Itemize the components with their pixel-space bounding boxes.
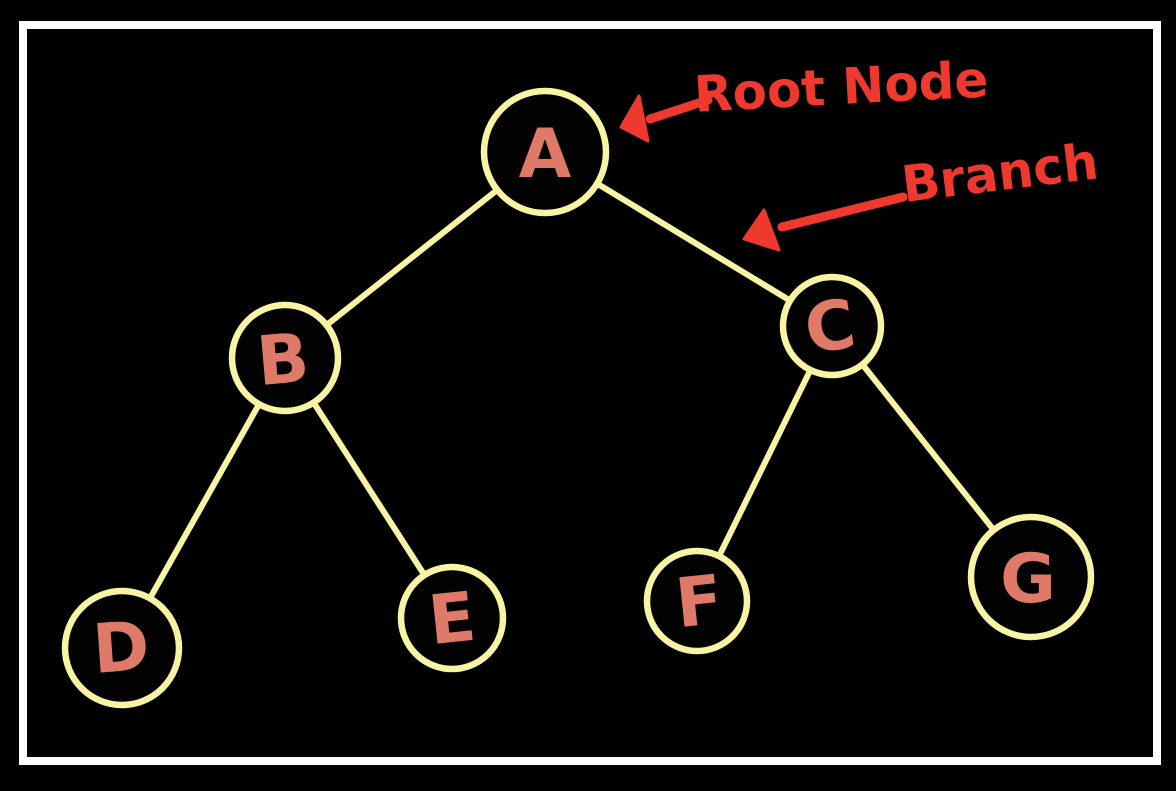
branch-arrow-shaft: [777, 192, 908, 232]
branch-annotation-text: Branch: [898, 132, 1101, 214]
node-a: A: [480, 87, 610, 217]
branch-arrowhead-icon: [742, 208, 781, 252]
node-f-label: F: [672, 561, 726, 644]
root-node-annotation: Root Node: [619, 50, 990, 143]
node-g: G: [967, 513, 1095, 641]
node-e-label: E: [425, 578, 479, 661]
node-b-label: B: [254, 319, 313, 402]
node-b: B: [228, 301, 342, 415]
node-d: D: [61, 587, 183, 709]
root-node-arrowhead-icon: [619, 94, 650, 143]
branch-annotation: Branch: [742, 132, 1101, 252]
node-f: F: [643, 547, 751, 655]
node-c-circle: [779, 273, 885, 379]
node-c-label: C: [800, 285, 860, 370]
node-a-label: A: [519, 115, 572, 194]
node-d-circle: [61, 587, 183, 709]
node-d-label: D: [90, 607, 152, 690]
node-a-circle: [480, 87, 610, 217]
frame-border: [19, 21, 1161, 765]
node-b-circle: [228, 301, 342, 415]
root-node-annotation-text: Root Node: [693, 50, 990, 123]
node-c: C: [779, 273, 885, 379]
node-g-label: G: [1000, 540, 1056, 619]
root-node-arrow-shaft: [645, 95, 713, 124]
node-e-circle: [397, 563, 507, 673]
node-e: E: [397, 563, 507, 673]
node-g-circle: [967, 513, 1095, 641]
node-f-circle: [643, 547, 751, 655]
